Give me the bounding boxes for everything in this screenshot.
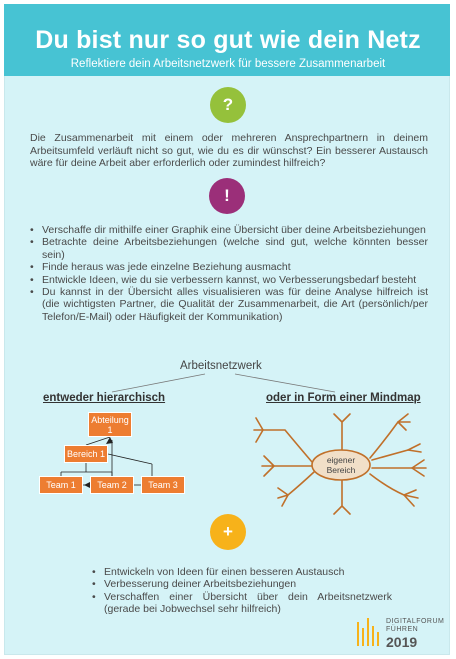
list-item: Verbesserung deiner Arbeitsbeziehungen — [92, 578, 392, 591]
question-badge: ? — [210, 87, 246, 123]
arrow-heads — [84, 437, 113, 488]
org-box-department: Abteilung 1 — [88, 412, 132, 437]
logo-year: 2019 — [386, 634, 418, 650]
logo-line-2: FÜHREN — [386, 626, 419, 633]
mindmap-branches — [253, 413, 427, 515]
header-banner — [4, 4, 450, 76]
list-item: Verschaffen einer Übersicht über dein Ar… — [92, 591, 392, 616]
benefits-list: Entwickeln von Ideen für einen besseren … — [92, 566, 392, 616]
list-item: Finde heraus was jede einzelne Beziehung… — [30, 261, 428, 274]
page-title: Du bist nur so gut wie dein Netz — [35, 26, 421, 54]
page-subtitle: Reflektiere dein Arbeitsnetzwerk für bes… — [70, 58, 386, 70]
org-box-team: Team 1 — [39, 476, 83, 494]
hierarchy-heading: entweder hierarchisch — [43, 392, 166, 404]
diagram-title: Arbeitsnetzwerk — [180, 360, 262, 372]
mindmap-center-label: eigener Bereich — [326, 455, 356, 475]
problem-text: Die Zusammenarbeit mit einem oder mehrer… — [30, 132, 428, 169]
logo-line-1: DIGITALFORUM — [386, 618, 445, 625]
list-item: Entwickle Ideen, wie du sie verbessern k… — [30, 274, 428, 287]
mindmap-center-node — [311, 449, 371, 481]
hierarchy-connectors — [60, 436, 153, 486]
list-item: Entwickeln von Ideen für einen besseren … — [92, 566, 392, 579]
org-box-team: Team 3 — [141, 476, 185, 494]
mindmap-heading: oder in Form einer Mindmap — [266, 392, 421, 404]
steps-list: Verschaffe dir mithilfe einer Graphik ei… — [30, 224, 428, 323]
logo-icon — [357, 618, 379, 646]
list-item: Verschaffe dir mithilfe einer Graphik ei… — [30, 224, 428, 237]
connector-line-right — [234, 373, 336, 393]
connector-line-left — [111, 373, 206, 393]
plus-badge: + — [210, 514, 246, 550]
logo-wordmark: DIGITALFORUM FÜHREN — [386, 618, 444, 634]
list-item: Du kannst in der Übersicht alles visuali… — [30, 286, 428, 323]
exclamation-badge: ! — [209, 178, 245, 214]
org-box-area: Bereich 1 — [64, 445, 108, 463]
list-item: Betrachte deine Arbeitsbeziehungen (welc… — [30, 236, 428, 261]
org-box-team: Team 2 — [90, 476, 134, 494]
